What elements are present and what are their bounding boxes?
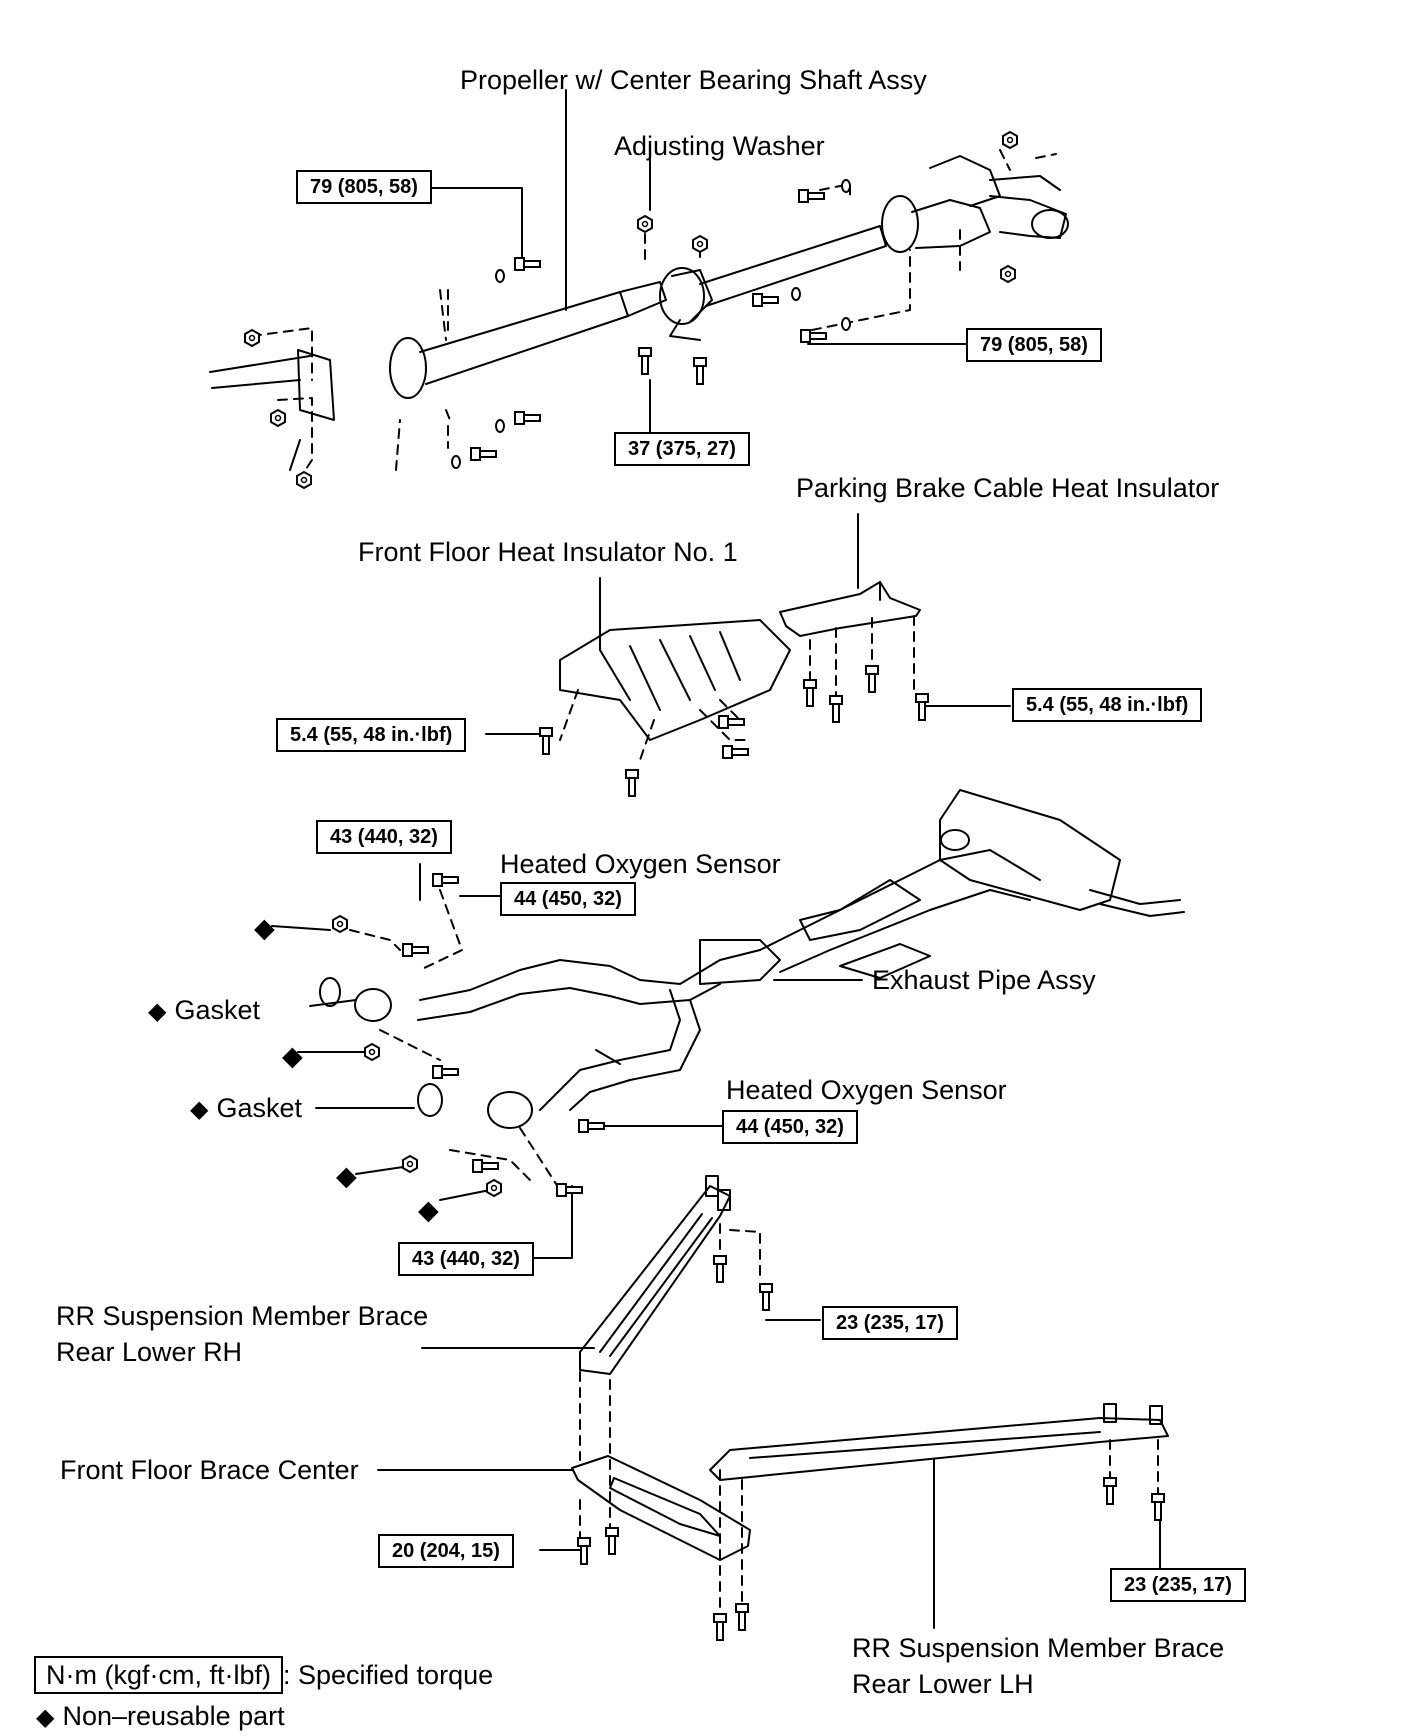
leader-lines [271,89,1161,1629]
legend-torque-desc: : Specified torque [282,1660,494,1690]
label-gasket-lower: ◆Gasket [190,1093,303,1123]
legend-non-reusable-desc: Non–reusable part [62,1701,285,1731]
torque-box-prop-rear: 79 (805, 58) [966,328,1102,362]
torque-box-parking-insulator: 5.4 (55, 48 in.·lbf) [1012,688,1203,722]
label-rr-brace-rh-2: Rear Lower RH [56,1337,243,1367]
torque-box-front-insulator: 5.4 (55, 48 in.·lbf) [276,718,467,752]
legend-torque: N·m (kgf·cm, ft·lbf): Specified torque [34,1656,493,1694]
torque-box-floor-brace: 20 (204, 15) [378,1534,514,1568]
non-reusable-icon: ◆ [282,1041,303,1071]
label-front-floor-brace-center: Front Floor Brace Center [60,1455,359,1485]
legend-torque-unit: N·m (kgf·cm, ft·lbf) [34,1656,283,1694]
rr-brace-lh [709,1403,1169,1481]
label-propeller-shaft: Propeller w/ Center Bearing Shaft Assy [460,65,927,95]
non-reusable-icon: ◆ [36,1704,55,1731]
torque-box-rh-brace: 23 (235, 17) [822,1306,958,1340]
parking-brake-insulator [779,581,921,637]
label-adjusting-washer: Adjusting Washer [614,131,825,161]
legend-non-reusable: ◆ Non–reusable part [36,1700,285,1734]
front-floor-heat-insulator [559,619,791,741]
non-reusable-icon: ◆ [190,1096,209,1123]
label-parking-brake-insulator: Parking Brake Cable Heat Insulator [796,473,1220,503]
non-reusable-icon: ◆ [418,1195,439,1225]
torque-box-o2-upper: 44 (450, 32) [500,882,636,916]
non-reusable-icon: ◆ [254,913,275,943]
label-rr-brace-rh-1: RR Suspension Member Brace [56,1301,429,1331]
label-exhaust-pipe-assy: Exhaust Pipe Assy [872,965,1096,995]
torque-box-prop-front: 79 (805, 58) [296,170,432,204]
label-gasket-upper: ◆Gasket [148,995,261,1025]
propeller-shaft [209,155,1069,471]
torque-box-o2-lower: 44 (450, 32) [722,1110,858,1144]
torque-box-exhaust-front-upper: 43 (440, 32) [316,820,452,854]
torque-box-center-bearing: 37 (375, 27) [614,432,750,466]
non-reusable-icon: ◆ [148,998,167,1025]
exhaust-pipe-assy [319,789,1185,1129]
label-heated-oxygen-sensor-lower: Heated Oxygen Sensor [726,1075,1007,1105]
label-rr-brace-lh-2: Rear Lower LH [852,1669,1034,1699]
label-front-floor-insulator: Front Floor Heat Insulator No. 1 [358,537,738,567]
front-floor-brace-center [571,1455,751,1561]
label-rr-brace-lh-1: RR Suspension Member Brace [852,1633,1225,1663]
torque-box-lh-brace: 23 (235, 17) [1110,1568,1246,1602]
non-reusable-icon: ◆ [336,1161,357,1191]
rr-brace-rh [579,1175,731,1375]
label-heated-oxygen-sensor-upper: Heated Oxygen Sensor [500,849,781,879]
torque-box-exhaust-front-lower: 43 (440, 32) [398,1242,534,1276]
